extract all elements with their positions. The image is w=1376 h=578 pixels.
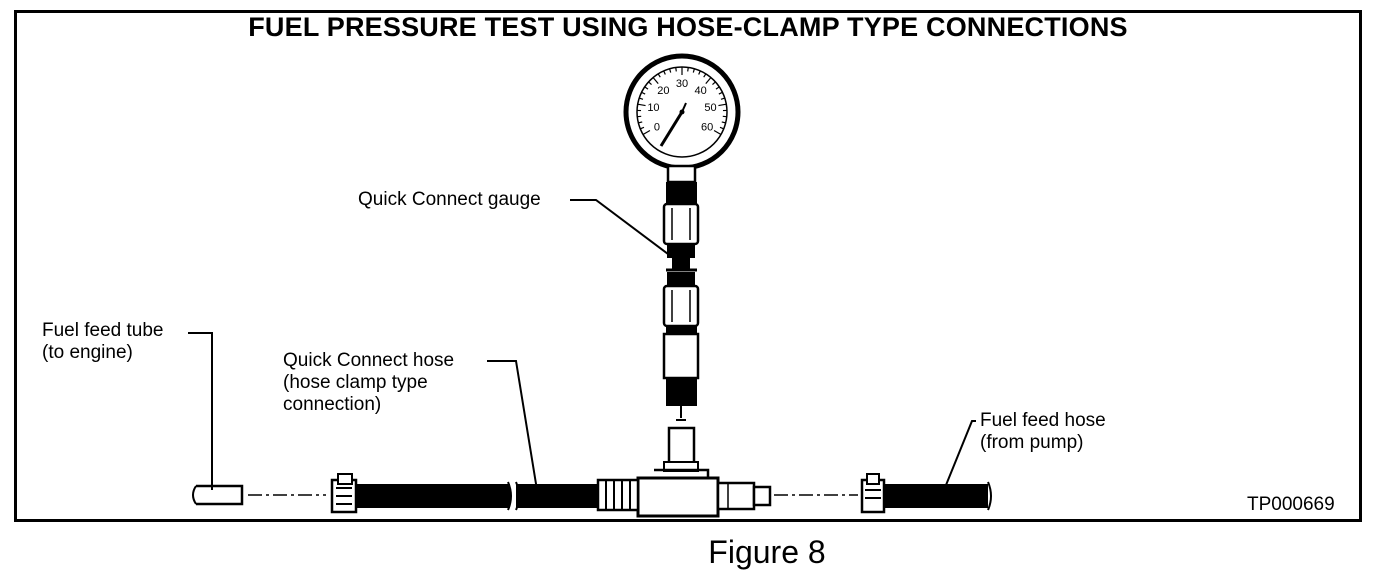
gauge-tick: [687, 67, 689, 72]
label-line: Fuel feed tube: [42, 320, 164, 341]
quick-connect-hose: [330, 473, 598, 514]
gauge-tick: [644, 86, 649, 90]
gauge-tick: [721, 121, 726, 124]
figure-frame: [14, 10, 1362, 522]
gauge-tick: [712, 81, 716, 86]
gauge-tick: [720, 97, 725, 100]
pressure-gauge: 0 10 20 30 40 50 60: [623, 53, 741, 171]
gauge-scale-label: 30: [676, 78, 688, 90]
gauge-tick: [713, 129, 722, 136]
label-line: (from pump): [980, 432, 1084, 453]
fuel-feed-tube: [192, 484, 326, 506]
label-line: (to engine): [42, 342, 133, 363]
figure-caption: Figure 8: [708, 534, 826, 570]
gauge-scale-label: 20: [657, 85, 669, 97]
label-line: (hose clamp type: [283, 372, 428, 393]
gauge-scale-labels: 0 10 20 30 40 50 60: [647, 78, 716, 134]
gauge-tick: [715, 86, 720, 90]
label-line: Quick Connect hose: [283, 350, 455, 371]
label-quick-connect-hose: Quick Connect hose (hose clamp type conn…: [283, 350, 454, 416]
gauge-tick: [718, 91, 723, 95]
gauge-needle: [659, 111, 684, 147]
gauge-tick: [703, 73, 707, 78]
gauge-tick: [718, 103, 727, 107]
gauge-stem: [662, 164, 700, 472]
gauge-tick: [669, 68, 672, 73]
leader-lines: [188, 199, 976, 491]
gauge-tick: [637, 103, 646, 107]
gauge-tick: [698, 70, 701, 75]
gauge-tick: [719, 126, 724, 130]
gauge-tick: [675, 67, 677, 72]
label-line: connection): [283, 394, 382, 415]
gauge-tick: [642, 129, 651, 136]
label-line: Fuel feed hose: [980, 410, 1106, 431]
label-fuel-feed-tube: Fuel feed tube (to engine): [42, 320, 163, 364]
gauge-tick: [639, 97, 644, 100]
gauge-tick: [640, 126, 645, 130]
tee-fitting: [596, 468, 772, 518]
gauge-scale-label: 50: [704, 102, 716, 114]
gauge-tick: [641, 91, 646, 95]
gauge-tick: [663, 70, 666, 75]
gauge-scale-label: 40: [695, 85, 707, 97]
fuel-feed-hose: [774, 473, 992, 514]
gauge-tick: [648, 81, 652, 86]
gauge-tick: [638, 121, 643, 124]
gauge-tick: [692, 68, 695, 73]
gauge-ticks: [637, 67, 727, 136]
gauge-scale-label: 10: [647, 102, 659, 114]
label-fuel-feed-hose: Fuel feed hose (from pump): [980, 410, 1106, 454]
figure-title: FUEL PRESSURE TEST USING HOSE-CLAMP TYPE…: [248, 12, 1128, 42]
gauge-scale-label: 60: [701, 122, 713, 134]
gauge-tick: [652, 77, 659, 85]
gauge-scale-label: 0: [654, 122, 660, 134]
part-code: TP000669: [1247, 494, 1335, 515]
gauge-tick: [657, 73, 661, 78]
gauge-tick: [705, 77, 712, 85]
label-quick-connect-gauge: Quick Connect gauge: [358, 189, 541, 210]
